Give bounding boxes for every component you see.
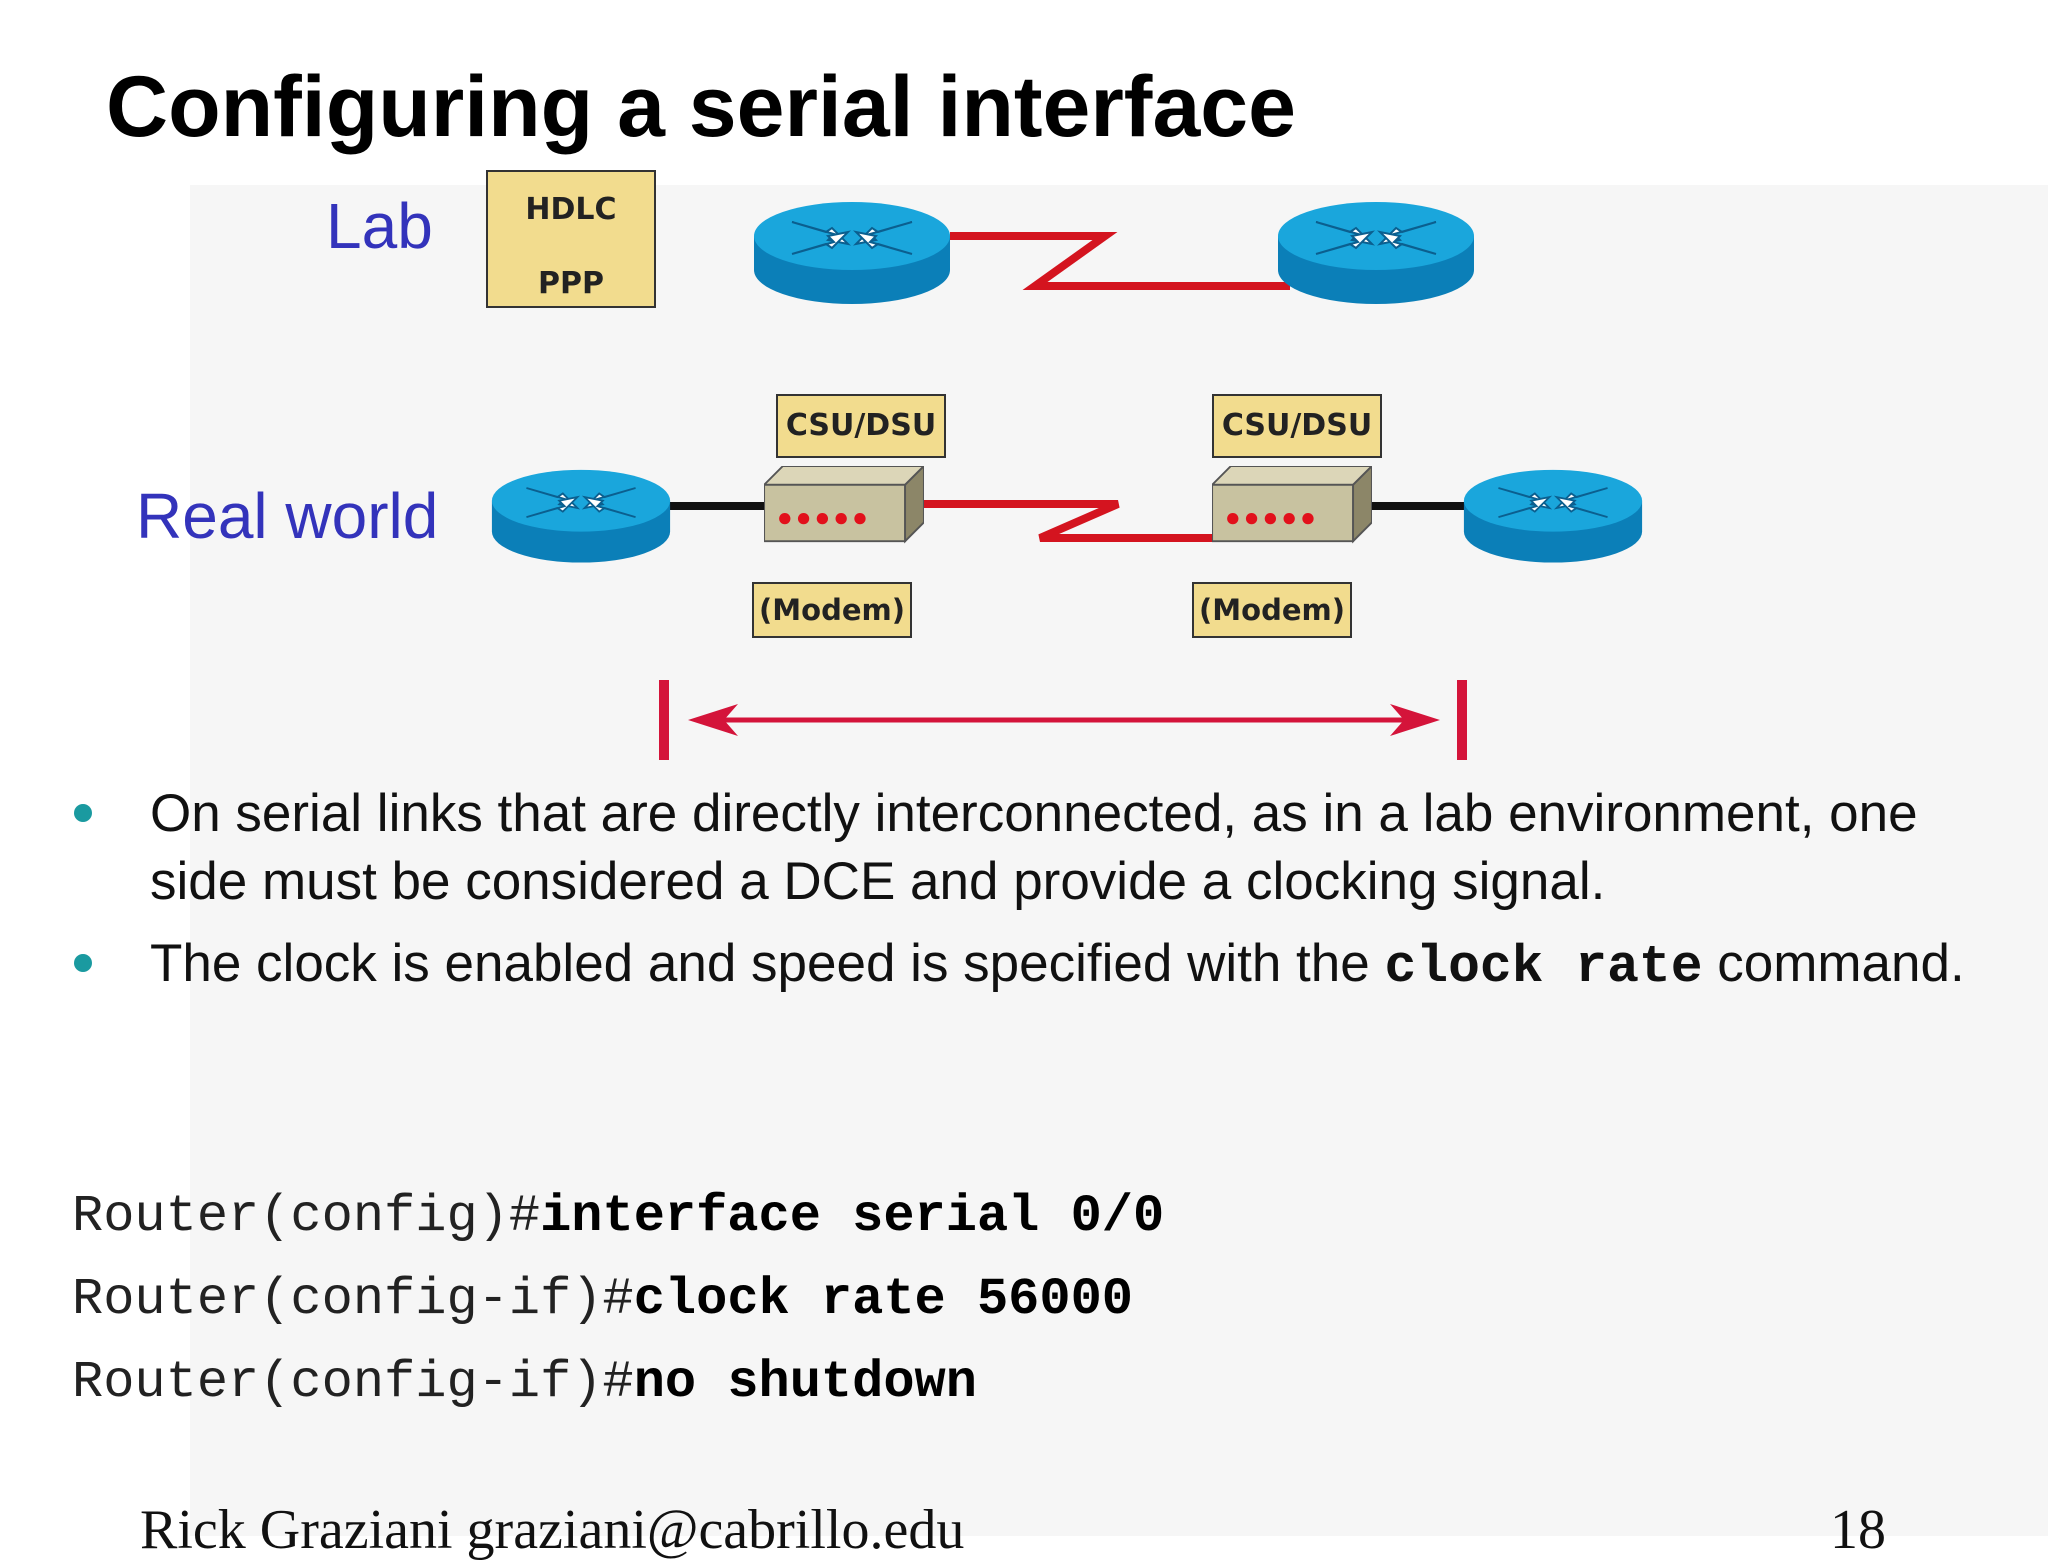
cli-command: interface serial 0/0 — [540, 1187, 1165, 1246]
span-arrow-left-head — [688, 704, 738, 736]
bullet-dot-icon — [74, 804, 92, 822]
cli-line: Router(config-if)#no shutdown — [72, 1341, 1164, 1424]
bullet-item: On serial links that are directly interc… — [70, 780, 1990, 916]
lab-label: Lab — [326, 190, 433, 262]
footer-author: Rick Graziani graziani@cabrillo.edu — [140, 1499, 965, 1561]
encapsulation-ppp: PPP — [538, 266, 604, 301]
bullet-text-after: command. — [1702, 934, 1965, 993]
modem-right-icon — [1212, 466, 1372, 543]
real-router-right — [1462, 468, 1644, 564]
span-arrow-right-head — [1390, 704, 1440, 736]
real-router-left — [490, 468, 672, 564]
lab-serial-link — [950, 232, 1290, 290]
cli-command: no shutdown — [633, 1353, 977, 1412]
bullet-list: On serial links that are directly interc… — [70, 780, 1990, 1015]
bullet-text-before: The clock is enabled and speed is specif… — [150, 934, 1385, 993]
slide-background-panel — [190, 185, 2048, 1536]
cli-line: Router(config-if)#clock rate 56000 — [72, 1258, 1164, 1341]
csu-dsu-right-label: CSU/DSU — [1212, 394, 1382, 458]
encapsulation-hdlc: HDLC — [525, 192, 617, 227]
bullet-text: On serial links that are directly interc… — [150, 784, 1918, 911]
csu-dsu-left-label: CSU/DSU — [776, 394, 946, 458]
cli-command: clock rate 56000 — [633, 1270, 1133, 1329]
real-serial-link — [920, 500, 1218, 542]
cli-prompt: Router(config)# — [72, 1187, 541, 1246]
modem-left-icon — [764, 466, 924, 543]
cli-line: Router(config)#interface serial 0/0 — [72, 1175, 1164, 1258]
modem-left-label: (Modem) — [752, 582, 912, 638]
cli-prompt: Router(config-if)# — [72, 1270, 634, 1329]
cli-prompt: Router(config-if)# — [72, 1353, 634, 1412]
encapsulation-box: HDLC PPP — [486, 170, 656, 308]
real-world-label: Real world — [136, 480, 439, 552]
slide-title: Configuring a serial interface — [106, 59, 1296, 155]
serial-link-diagram — [490, 201, 1644, 760]
bullet-dot-icon — [74, 954, 92, 972]
footer-page-number: 18 — [1830, 1499, 1886, 1561]
lab-router-left — [753, 201, 951, 305]
bullet-inline-code: clock rate — [1384, 937, 1703, 997]
lab-router-right — [1277, 201, 1475, 305]
bullet-item: The clock is enabled and speed is specif… — [70, 930, 1990, 1001]
modem-right-label: (Modem) — [1192, 582, 1352, 638]
cli-listing: Router(config)#interface serial 0/0 Rout… — [72, 1175, 1164, 1424]
